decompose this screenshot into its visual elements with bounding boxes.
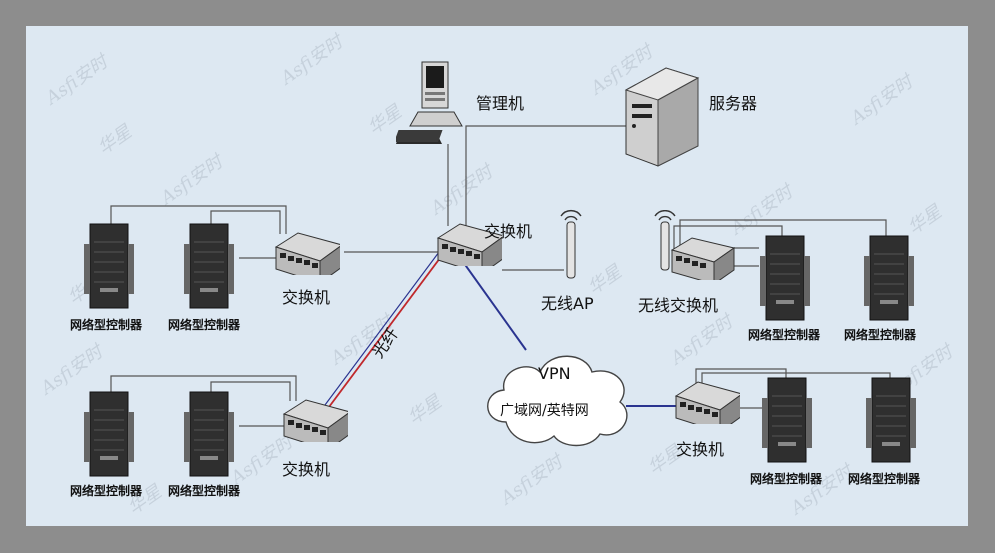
network-switch-icon: [670, 237, 736, 280]
mgmt-pc-label: 管理机: [476, 94, 525, 113]
controller-label: 网络型控制器: [168, 318, 241, 332]
network-switch-icon: [436, 223, 502, 266]
controller-icon: [184, 391, 234, 477]
server-label: 服务器: [709, 94, 758, 113]
cable: [465, 125, 630, 226]
vpn-label: VPN: [538, 364, 571, 383]
cable: [673, 225, 783, 256]
network-switch-icon: [274, 232, 340, 275]
desktop-computer-icon: [396, 61, 463, 144]
antenna-icon: [560, 210, 582, 279]
network-switch-icon: [282, 399, 348, 442]
cable: [110, 375, 297, 401]
controller-label: 网络型控制器: [70, 318, 143, 332]
cable: [701, 372, 891, 383]
controller-label: 网络型控制器: [844, 328, 917, 342]
wireless-ap-label: 无线AP: [541, 294, 594, 313]
controller-label: 网络型控制器: [70, 484, 143, 498]
controller-icon: [866, 377, 916, 463]
controller-icon: [760, 235, 810, 321]
cloud-icon: [487, 355, 628, 447]
fiber-cable: [325, 249, 447, 412]
controller-label: 网络型控制器: [750, 472, 823, 486]
controller-label: 网络型控制器: [168, 484, 241, 498]
connection-lines: [110, 125, 891, 427]
controller-icon: [84, 391, 134, 477]
wireless-switch-label: 无线交换机: [638, 296, 719, 315]
controller-icon: [762, 377, 812, 463]
controller-label: 网络型控制器: [748, 328, 821, 342]
wan-label: 广域网/英特网: [500, 403, 589, 419]
cable: [210, 381, 291, 401]
controller-icon: [864, 235, 914, 321]
controller-icon: [184, 223, 234, 309]
controller-icon: [84, 223, 134, 309]
switch-right-bottom-label: 交换机: [676, 440, 725, 459]
switch-left-top-label: 交换机: [282, 288, 331, 307]
cable: [210, 210, 281, 234]
cable: [679, 219, 887, 254]
network-switch-icon: [674, 381, 740, 424]
server-tower-icon: [624, 67, 700, 167]
antenna-icon: [654, 210, 676, 271]
controller-label: 网络型控制器: [848, 472, 921, 486]
fiber-cable: [321, 247, 443, 410]
vpn-link: [455, 251, 527, 351]
network-diagram: Asfi安时 Asfi安时 Asfi安时 Asfi安时 Asfi安时 Asfi安…: [26, 26, 968, 526]
core-switch-label: 交换机: [484, 222, 533, 241]
cable: [110, 205, 287, 234]
switch-left-bottom-label: 交换机: [282, 460, 331, 479]
